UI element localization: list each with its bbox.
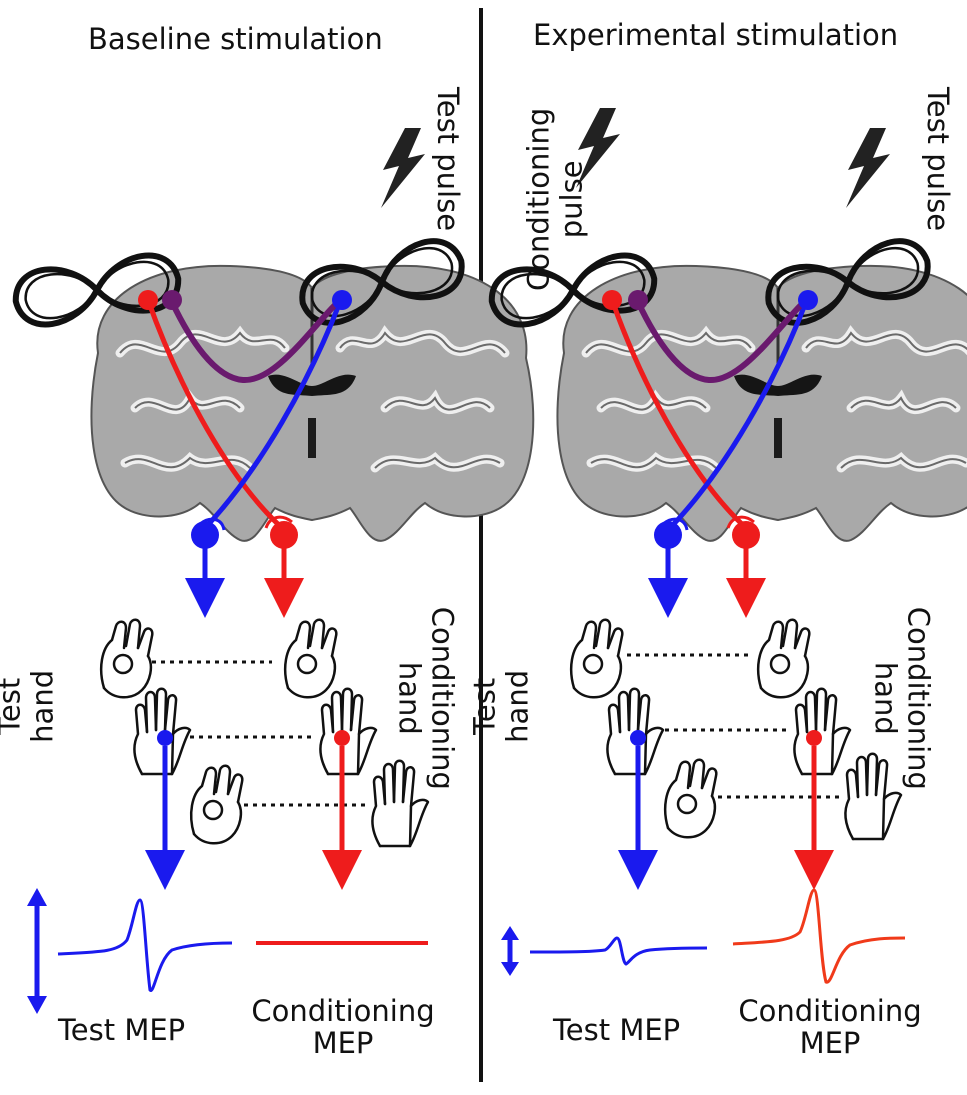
experimental-panel [488,108,967,984]
lightning-bolt-icon [846,128,890,208]
ok-hand-icon [569,618,624,699]
test-pathway [668,301,809,530]
conditioning-pulse-label: Conditioning pulse [521,99,590,299]
conditioning-hand-label: Conditioning hand [868,593,935,803]
conditioning-neuron-spinal [732,521,760,549]
conditioning-neuron-cortex [602,290,622,310]
test-neuron-spinal [191,521,219,549]
test-muscle-point [157,730,173,746]
test-neuron-spinal [654,521,682,549]
ok-hand-icon [756,618,811,699]
conditioning-mep-label-line1: Conditioning [738,994,922,1028]
test-pulse-label: Test pulse [920,86,955,232]
test-mep-label: Test MEP [58,1013,186,1047]
test-pathway [203,301,343,530]
ok-hand-icon [189,764,244,845]
conditioning-hand-label-line1: Conditioning [425,606,460,790]
baseline-panel [12,128,533,1014]
test-hand-label-line1: Test [467,677,502,735]
open-hand-icon [319,687,378,776]
conditioning-mep-label: Conditioning MEP [725,994,935,1060]
conditioning-pathway [609,299,748,530]
test-hand-label: Test hand [0,651,60,761]
conditioning-muscle-point [806,730,822,746]
conditioning-pulse-label-line2: pulse [555,160,589,239]
ok-hand-icon [283,618,338,699]
conditioning-hand-label-line2: hand [392,661,426,735]
ok-hand-icon [99,618,154,699]
conditioning-muscle-point [334,730,350,746]
conditioning-mep-label-line2: MEP [312,1025,374,1060]
test-mep-label: Test MEP [553,1013,681,1047]
conditioning-neuron-cortex [138,290,158,310]
conditioning-hand-label-line2: hand [868,661,902,735]
lightning-bolt-icon [381,128,425,208]
interhemispheric-neuron [628,290,648,310]
experimental-title: Experimental stimulation [533,18,899,52]
ok-hand-icon [663,758,718,839]
test-mep-trace [57,898,233,992]
test-neuron-cortex [798,290,818,310]
interhemispheric-neuron [162,290,182,310]
test-neuron-cortex [332,290,352,310]
test-hand-label-line2: hand [501,669,535,743]
test-hand-label: Test hand [467,651,536,761]
test-muscle-point [630,730,646,746]
interhemispheric-pathway [169,300,338,384]
open-hand-icon [793,687,852,776]
conditioning-mep-label-line1: Conditioning [251,994,435,1028]
conditioning-mep-trace [732,888,906,984]
conditioning-mep-label: Conditioning MEP [238,994,448,1060]
test-hand-label-line2: hand [26,669,60,743]
interhemispheric-pathway [635,300,804,384]
conditioning-hand-label: Conditioning hand [392,593,459,803]
conditioning-hand-label-line1: Conditioning [901,606,936,790]
test-pulse-label: Test pulse [430,86,465,232]
conditioning-pathway [145,299,284,530]
baseline-title: Baseline stimulation [88,22,383,56]
conditioning-neuron-spinal [270,521,298,549]
conditioning-pulse-label-line1: Conditioning [521,107,556,291]
test-hand-label-line1: Test [0,677,27,735]
test-mep-trace [529,936,708,966]
conditioning-mep-label-line2: MEP [799,1025,861,1060]
